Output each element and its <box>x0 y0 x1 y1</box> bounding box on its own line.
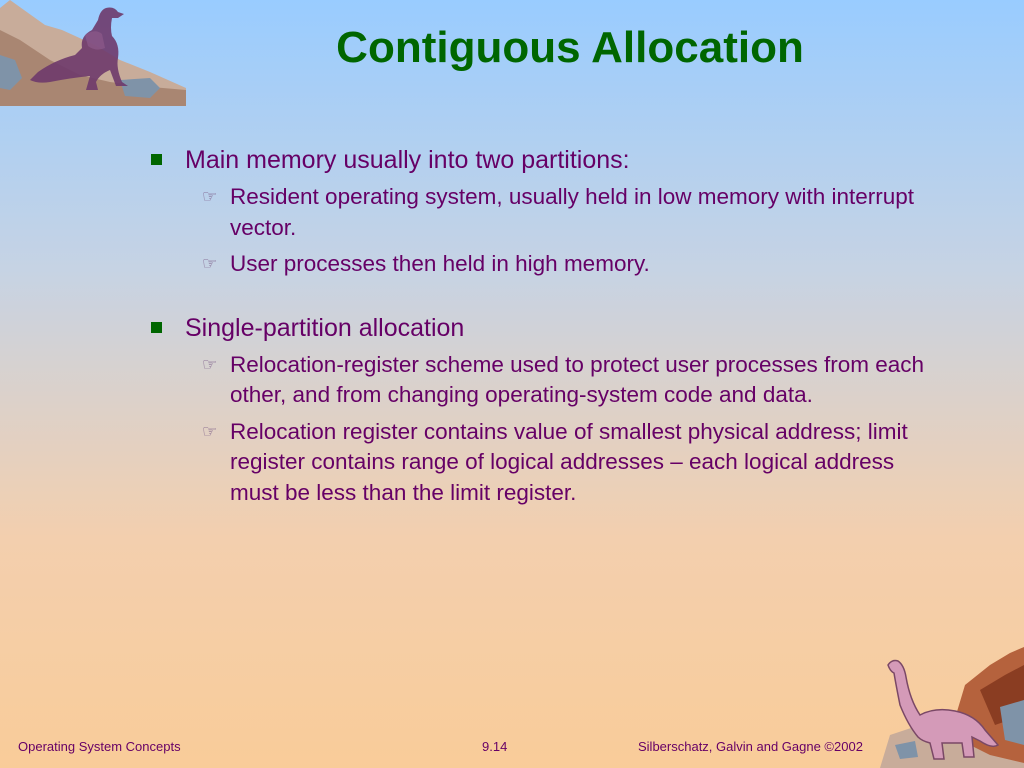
footer-slide-number: 9.14 <box>482 739 508 754</box>
sub-bullet-text: User processes then held in high memory. <box>230 251 650 276</box>
sub-bullet-text: Relocation register contains value of sm… <box>230 418 908 505</box>
square-bullet-icon <box>151 154 162 165</box>
sub-bullet-list: ☞ Relocation-register scheme used to pro… <box>185 350 928 509</box>
bullet-text: Single-partition allocation <box>185 313 465 342</box>
brontosaurus-icon <box>880 647 1024 768</box>
bullet-main-memory: Main memory usually into two partitions:… <box>148 144 928 280</box>
sub-bullet-text: Resident operating system, usually held … <box>230 184 915 240</box>
dinosaur-on-rock-icon <box>0 0 186 106</box>
bullet-single-partition: Single-partition allocation ☞ Relocation… <box>148 312 928 509</box>
footer-copyright: Silberschatz, Galvin and Gagne ©2002 <box>638 739 863 754</box>
sub-bullet-relocation-scheme: ☞ Relocation-register scheme used to pro… <box>185 350 928 411</box>
pointing-hand-icon: ☞ <box>202 187 218 206</box>
bullet-text: Main memory usually into two partitions: <box>185 146 630 174</box>
sub-bullet-text: Relocation-register scheme used to prote… <box>230 351 925 408</box>
slide-title: Contiguous Allocation <box>336 23 804 72</box>
square-bullet-icon <box>151 321 162 333</box>
sub-bullet-relocation-register: ☞ Relocation register contains value of … <box>185 417 928 509</box>
sub-bullet-user-processes: ☞ User processes then held in high memor… <box>185 249 928 280</box>
sub-bullet-list: ☞ Resident operating system, usually hel… <box>185 182 928 280</box>
slide-content: Main memory usually into two partitions:… <box>148 144 928 540</box>
pointing-hand-icon: ☞ <box>202 254 218 273</box>
sub-bullet-resident-os: ☞ Resident operating system, usually hel… <box>185 182 928 243</box>
pointing-hand-icon: ☞ <box>202 421 218 441</box>
footer-course-title: Operating System Concepts <box>18 739 181 754</box>
pointing-hand-icon: ☞ <box>202 354 218 374</box>
